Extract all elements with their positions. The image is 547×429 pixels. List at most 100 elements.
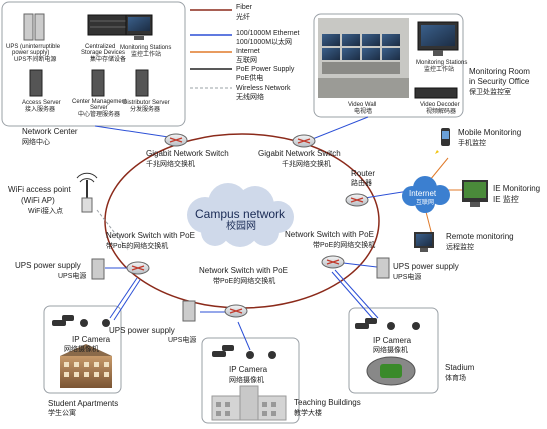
ip-camera-mid-label: IP Camera bbox=[229, 365, 268, 374]
ip-camera-left-label: IP Camera bbox=[72, 335, 111, 344]
video-wall-label-zh: 电视墙 bbox=[354, 109, 373, 115]
ups-mid-label-zh: UPS电源 bbox=[168, 337, 197, 344]
teaching-buildings-label: Teaching Buildings bbox=[294, 398, 361, 407]
wifi-ap-label-zh: WiFi接入点 bbox=[28, 208, 63, 215]
storage-label-2: Storage Devices bbox=[81, 50, 126, 56]
switch-icon bbox=[126, 133, 369, 318]
video-decoder-icon bbox=[414, 87, 458, 99]
legend-poe-label-zh: PoE供电 bbox=[236, 75, 264, 82]
stadium-label-zh: 体育场 bbox=[445, 375, 466, 382]
router-label-zh: 路由器 bbox=[351, 180, 372, 187]
monitoring-room-title-2: in Security Office bbox=[469, 77, 530, 86]
cms-label: Center Management bbox=[72, 99, 127, 105]
cms-label-2: Server bbox=[90, 105, 108, 111]
teaching-buildings-label-zh: 教学大楼 bbox=[294, 410, 322, 417]
campus-network-label-zh: 校园网 bbox=[226, 221, 256, 232]
ups-device-icon bbox=[23, 13, 45, 41]
monitoring-room-title-zh: 保卫处监控室 bbox=[469, 89, 511, 96]
storage-label: Centralized bbox=[85, 44, 116, 50]
distributor-label: Distributor Server bbox=[123, 100, 170, 106]
campus-network-label: Campus network bbox=[195, 207, 286, 221]
ups-label-2: power supply) bbox=[12, 50, 50, 56]
legend-internet-label-zh: 互联网 bbox=[236, 57, 257, 64]
poe-switch-left-label: Network Switch with PoE bbox=[106, 231, 195, 240]
wireless-link bbox=[96, 209, 129, 251]
network-center-title-zh: 网络中心 bbox=[22, 139, 50, 146]
ip-camera-mid-label-zh: 网络摄像机 bbox=[229, 377, 264, 384]
gig-switch-right-label: Gigabit Network Switch bbox=[258, 149, 341, 158]
legend-poe-label: PoE Power Supply bbox=[236, 66, 295, 73]
remote-monitoring-label-zh: 远程监控 bbox=[446, 244, 474, 251]
legend-fiber-label-zh: 光纤 bbox=[236, 14, 250, 21]
poe-switch-right-label: Network Switch with PoE bbox=[285, 230, 374, 239]
monitoring-station-icon bbox=[125, 14, 153, 40]
remote-monitoring-label: Remote monitoring bbox=[446, 232, 514, 241]
legend-fiber-label: Fiber bbox=[236, 4, 252, 11]
wifi-ap-label: WiFi access point bbox=[8, 185, 71, 194]
ip-camera-icon bbox=[52, 315, 420, 359]
legend-ethernet-label-zh: 100/1000M以太网 bbox=[236, 39, 293, 46]
wifi-ap-label-2: (WiFi AP) bbox=[21, 196, 55, 205]
legend-wireless-label: Wireless Network bbox=[236, 85, 291, 92]
access-server-label: Access Server bbox=[22, 100, 61, 106]
poe-switch-right-label-zh: 带PoE的网络交换机 bbox=[313, 242, 376, 249]
internet-cloud-label: Internet bbox=[409, 189, 437, 198]
network-center-title: Network Center bbox=[22, 127, 78, 136]
server-icon bbox=[29, 69, 149, 97]
ie-monitor-icon bbox=[462, 180, 488, 207]
student-apartments-label-zh: 学生公寓 bbox=[48, 410, 76, 417]
student-apartments-label: Student Apartments bbox=[48, 399, 119, 408]
ip-camera-right-label-zh: 网络摄像机 bbox=[373, 347, 408, 354]
nc-monitoring-label-zh: 监控工作站 bbox=[131, 52, 162, 58]
access-server-label-zh: 接入服务器 bbox=[25, 107, 56, 113]
gig-switch-left-label-zh: 千兆网络交换机 bbox=[146, 161, 195, 168]
student-apartment-building bbox=[60, 344, 112, 388]
nc-monitoring-label: Monitoring Stations bbox=[120, 45, 172, 51]
mobile-monitoring-label: Mobile Monitoring bbox=[458, 128, 522, 137]
decoder-label-zh: 视频解码器 bbox=[426, 109, 457, 115]
poe-switch-mid-label-zh: 带PoE的网络交换机 bbox=[213, 278, 276, 285]
ups-label-zh: UPS不间断电源 bbox=[14, 57, 57, 63]
storage-device-icon bbox=[87, 14, 129, 36]
decoder-label: Video Decoder bbox=[420, 102, 460, 108]
ups-right-label: UPS power supply bbox=[393, 262, 459, 271]
monitoring-station-icon bbox=[417, 21, 459, 56]
legend-wireless-label-zh: 无线网络 bbox=[236, 94, 264, 101]
ups-left-label: UPS power supply bbox=[15, 261, 81, 270]
mr-stations-label-zh: 监控工作站 bbox=[424, 67, 455, 73]
ups-mid-label: UPS power supply bbox=[109, 326, 175, 335]
legend-internet-label: Internet bbox=[236, 48, 260, 55]
storage-label-zh: 集中存储设备 bbox=[90, 57, 127, 63]
video-wall-image bbox=[318, 18, 409, 98]
poe-switch-left-label-zh: 带PoE的网络交换机 bbox=[106, 243, 169, 250]
poe-switch-mid-label: Network Switch with PoE bbox=[199, 266, 288, 275]
mobile-monitoring-label-zh: 手机监控 bbox=[458, 140, 486, 147]
wifi-ap-icon bbox=[76, 172, 98, 213]
gig-switch-left-label: Gigabit Network Switch bbox=[146, 149, 229, 158]
distributor-label-zh: 分发服务器 bbox=[130, 107, 161, 113]
stadium-label: Stadium bbox=[445, 363, 475, 372]
video-wall-label: Video Wall bbox=[348, 102, 377, 108]
internet-cloud-label-zh: 互联网 bbox=[416, 200, 435, 206]
ip-camera-left-label-zh: 网络摄像机 bbox=[64, 346, 99, 353]
campus-cloud bbox=[187, 183, 294, 247]
internet-cloud bbox=[402, 176, 450, 213]
ie-monitoring-label-zh: IE 监控 bbox=[493, 195, 519, 204]
router-label: Router bbox=[351, 169, 376, 178]
mobile-phone-icon bbox=[435, 128, 450, 154]
ups-power-icon bbox=[91, 257, 390, 322]
cms-label-zh: 中心管理服务器 bbox=[78, 112, 121, 118]
ups-label: UPS (uninterruptible bbox=[6, 44, 61, 50]
ups-right-label-zh: UPS电源 bbox=[393, 274, 422, 281]
monitoring-room-title: Monitoring Room bbox=[469, 67, 530, 76]
gig-switch-right-label-zh: 千兆网络交换机 bbox=[282, 161, 331, 168]
ups-left-label-zh: UPS电源 bbox=[58, 273, 87, 280]
ip-camera-right-label: IP Camera bbox=[373, 336, 412, 345]
stadium-icon bbox=[366, 356, 416, 386]
legend-lines bbox=[190, 9, 232, 89]
legend-ethernet-label: 100/1000M Ethernet bbox=[236, 30, 300, 37]
remote-monitor-icon bbox=[414, 232, 434, 252]
teaching-building bbox=[211, 385, 287, 421]
